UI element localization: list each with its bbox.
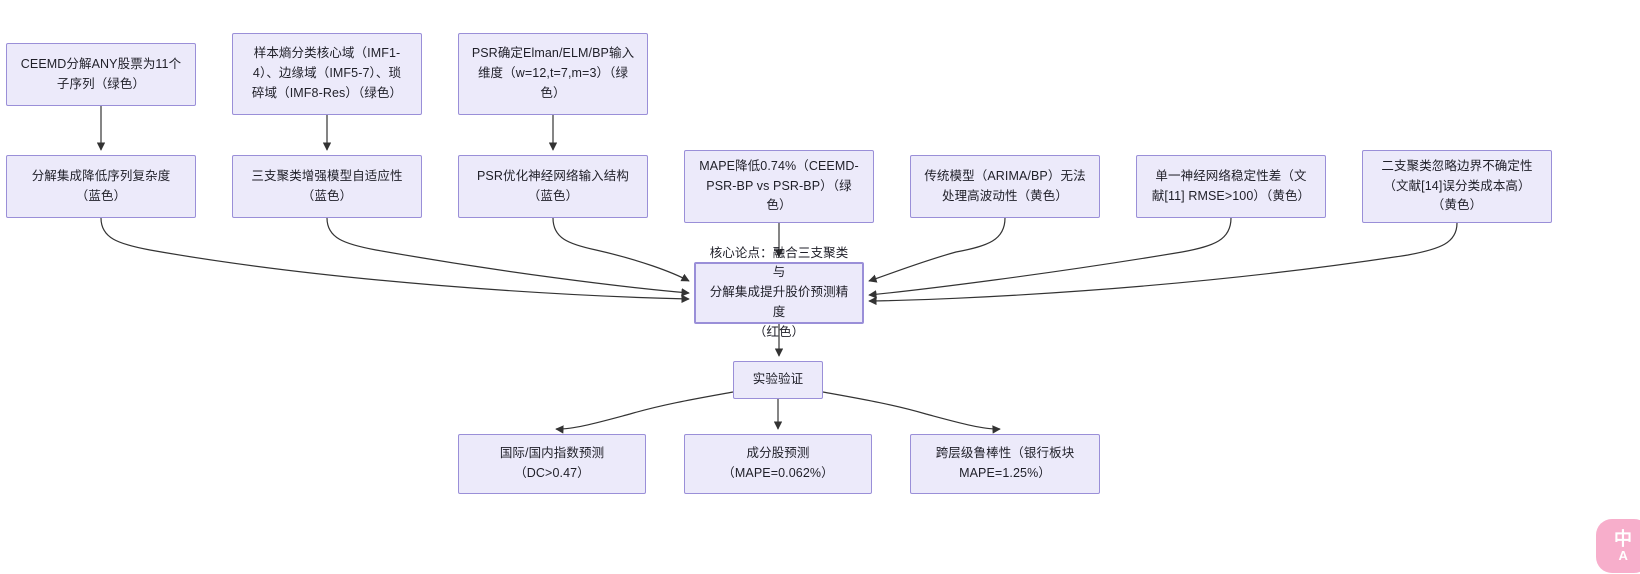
node-experiment-validation[interactable]: 实验验证: [733, 361, 823, 399]
node-label: 样本熵分类核心域（IMF1- 4）、边缘域（IMF5-7）、琐 碎域（IMF8-…: [251, 46, 403, 100]
node-label: 单一神经网络稳定性差（文 献[11] RMSE>100）（黄色）: [1151, 168, 1311, 203]
node-three-way-adaptive[interactable]: 三支聚类增强模型自适应性 （蓝色）: [232, 155, 422, 218]
node-label: CEEMD分解ANY股票为11个 子序列（绿色）: [20, 56, 182, 91]
node-constituent-forecast[interactable]: 成分股预测 （MAPE=0.062%）: [684, 434, 872, 494]
node-ceemd-decompose[interactable]: CEEMD分解ANY股票为11个 子序列（绿色）: [6, 43, 196, 106]
edge-adaptive-to-core: [326, 217, 690, 297]
node-label: MAPE降低0.74%（CEEMD- PSR-BP vs PSR-BP）（绿 色…: [699, 158, 859, 213]
node-mape-reduction[interactable]: MAPE降低0.74%（CEEMD- PSR-BP vs PSR-BP）（绿 色…: [684, 150, 874, 223]
node-reduce-complexity[interactable]: 分解集成降低序列复杂度 （蓝色）: [6, 155, 196, 218]
node-label: PSR优化神经网络输入结构 （蓝色）: [476, 168, 629, 203]
node-psr-optimize-structure[interactable]: PSR优化神经网络输入结构 （蓝色）: [458, 155, 648, 218]
edge-complexity-to-core: [100, 217, 690, 304]
node-label: 跨层级鲁棒性（银行板块 MAPE=1.25%）: [935, 446, 1075, 480]
node-label: 分解集成降低序列复杂度 （蓝色）: [31, 168, 171, 203]
node-label: 二支聚类忽略边界不确定性 （文献[14]误分类成本高） （黄色）: [1381, 158, 1533, 213]
edge-experiment-to-robust: [822, 391, 1001, 434]
node-label: 传统模型（ARIMA/BP）无法 处理高波动性（黄色）: [924, 168, 1086, 203]
edge-singlenn-to-core: [868, 217, 1232, 299]
watermark-text: 中: [1614, 529, 1632, 549]
node-traditional-model-gap[interactable]: 传统模型（ARIMA/BP）无法 处理高波动性（黄色）: [910, 155, 1100, 218]
core-claim-inner-border: 核心论点：融合三支聚类与 分解集成提升股价预测精度 （红色）: [695, 246, 863, 339]
edge-twoway-to-core: [868, 222, 1458, 306]
node-label: 国际/国内指数预测 （DC>0.47）: [499, 446, 605, 480]
node-psr-input-dim[interactable]: PSR确定Elman/ELM/BP输入 维度（w=12,t=7,m=3）（绿 色…: [458, 33, 648, 115]
edge-experiment-to-index: [555, 391, 734, 434]
watermark-badge: 中 A: [1596, 519, 1640, 573]
node-two-way-boundary-gap[interactable]: 二支聚类忽略边界不确定性 （文献[14]误分类成本高） （黄色）: [1362, 150, 1552, 223]
node-label: 三支聚类增强模型自适应性 （蓝色）: [251, 168, 403, 203]
node-label: 实验验证: [752, 372, 804, 387]
edge-traditional-to-core: [868, 217, 1006, 283]
node-sample-entropy[interactable]: 样本熵分类核心域（IMF1- 4）、边缘域（IMF5-7）、琐 碎域（IMF8-…: [232, 33, 422, 115]
node-label: 核心论点：融合三支聚类与 分解集成提升股价预测精度 （红色）: [709, 245, 849, 339]
node-core-claim[interactable]: 核心论点：融合三支聚类与 分解集成提升股价预测精度 （红色）: [694, 246, 864, 339]
node-single-nn-instability[interactable]: 单一神经网络稳定性差（文 献[11] RMSE>100）（黄色）: [1136, 155, 1326, 218]
edge-structure-to-core: [552, 217, 690, 282]
node-label: PSR确定Elman/ELM/BP输入 维度（w=12,t=7,m=3）（绿 色…: [471, 46, 635, 100]
node-cross-level-robust[interactable]: 跨层级鲁棒性（银行板块 MAPE=1.25%）: [910, 434, 1100, 494]
node-index-forecast[interactable]: 国际/国内指数预测 （DC>0.47）: [458, 434, 646, 494]
node-label: 成分股预测 （MAPE=0.062%）: [722, 446, 834, 480]
watermark-subtext: A: [1618, 548, 1628, 563]
